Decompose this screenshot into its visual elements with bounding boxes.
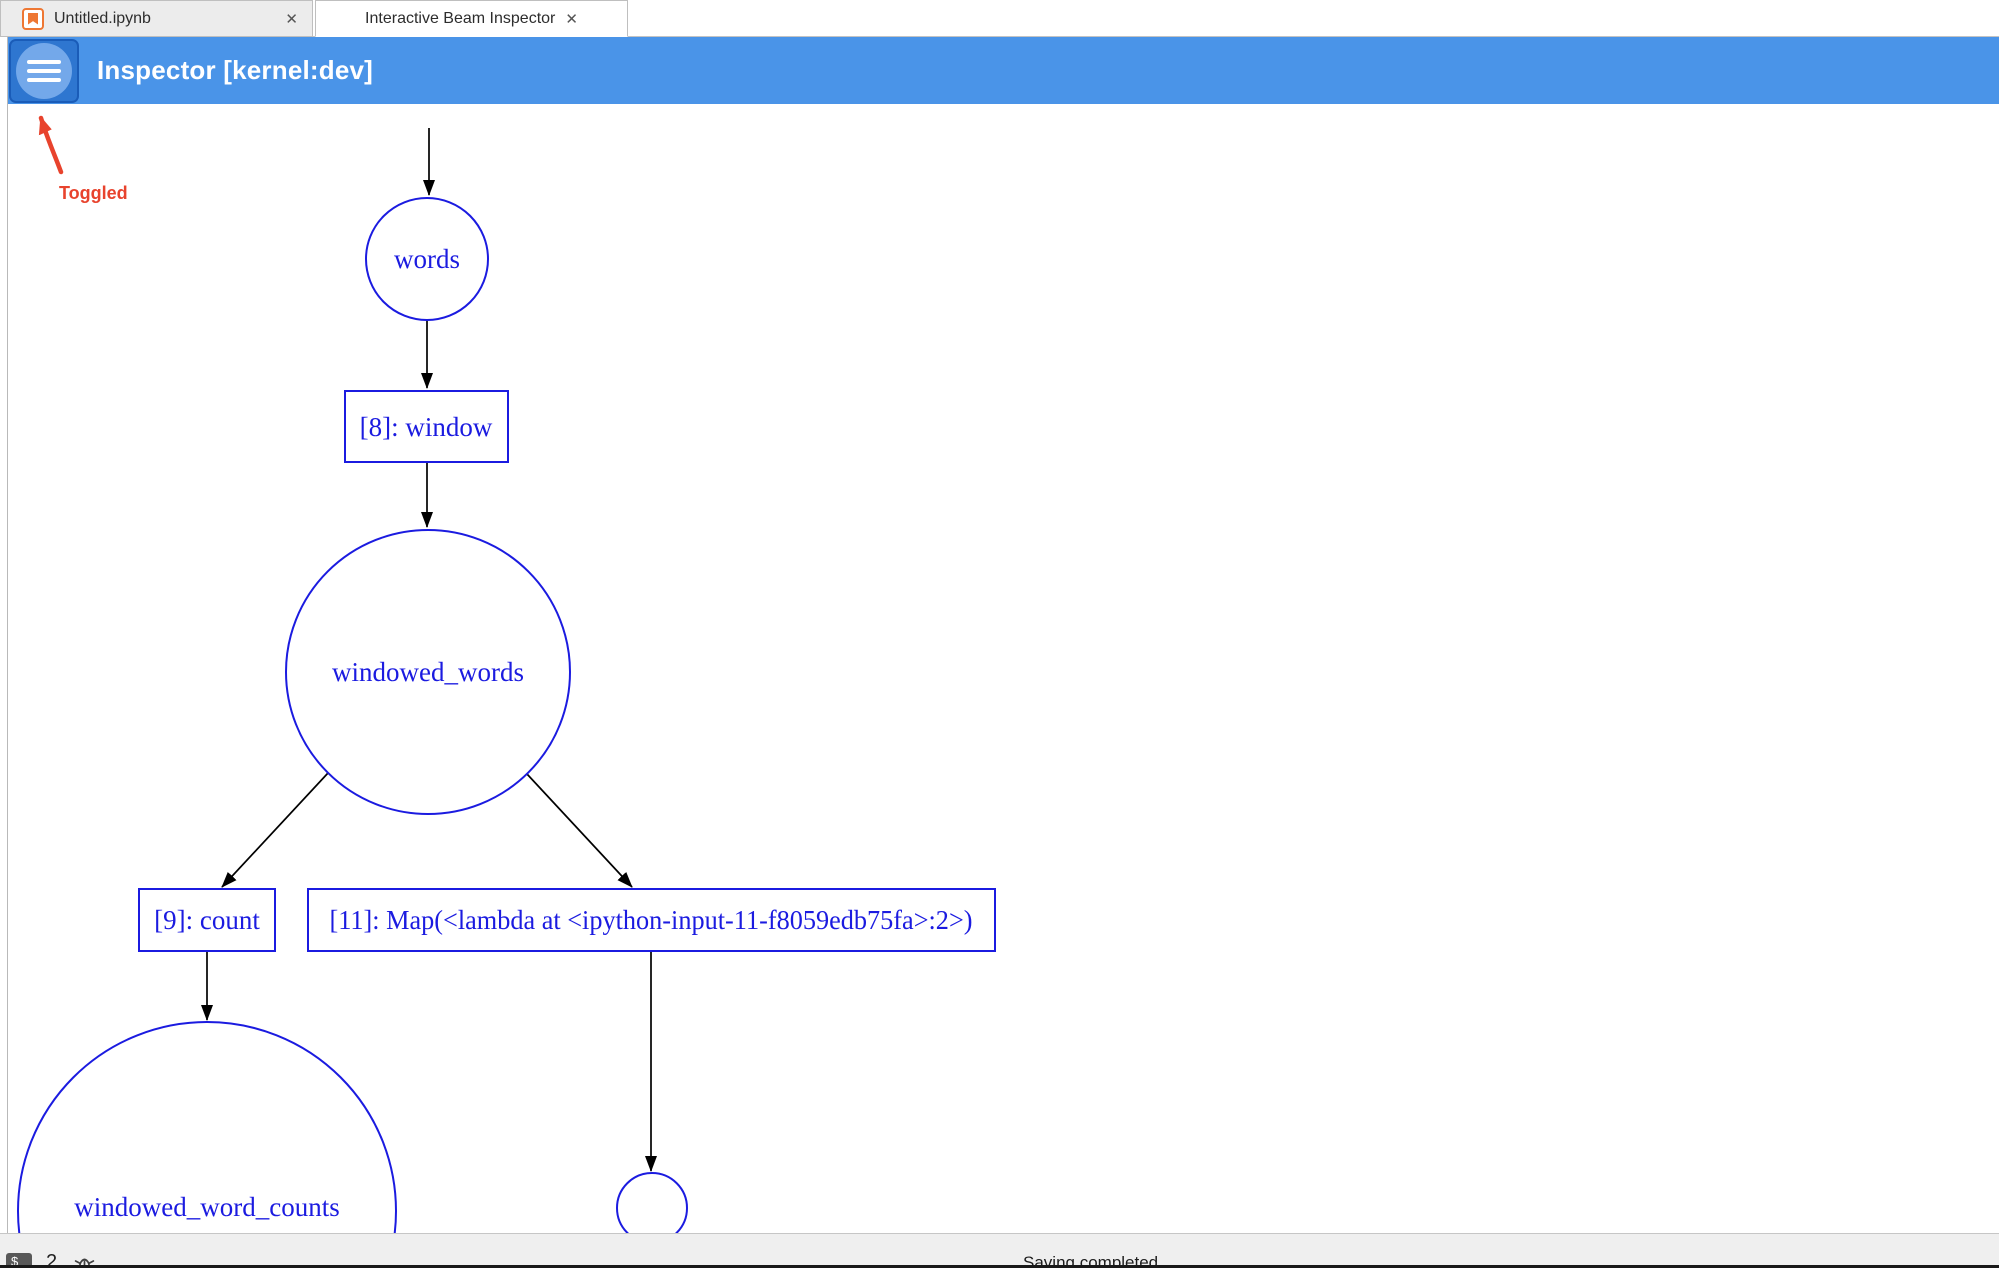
tab-label: Untitled.ipynb [54,9,151,27]
close-icon[interactable]: ✕ [285,10,298,28]
node-words-label: words [394,244,460,274]
node-map-label: [11]: Map(<lambda at <ipython-input-11-f… [330,905,973,935]
annotation-arrow [38,115,64,175]
pipeline-graph: words [8]: window windowed_words [9]: co… [17,115,996,1233]
node-count[interactable] [138,888,276,952]
kernel-count: 2 [46,1251,58,1268]
edge-windowedwords-map [526,773,633,888]
node-windowed-words-label: windowed_words [332,657,524,687]
node-window-label: [8]: window [360,412,493,442]
node-anonymous-pcollection[interactable] [616,1172,688,1233]
node-window[interactable] [344,390,509,463]
pipeline-nodes: words [8]: window windowed_words [9]: co… [17,197,996,1233]
edge-windowedwords-count [221,772,329,888]
tab-untitled-notebook[interactable]: Untitled.ipynb ✕ [0,0,313,37]
notebook-icon [22,7,44,30]
terminal-icon[interactable]: $ [6,1253,32,1268]
node-map[interactable] [307,888,996,952]
node-windowed-words[interactable] [285,529,571,815]
hamburger-menu-button[interactable] [9,39,79,103]
pipeline-edges [201,128,657,1172]
hamburger-icon [27,60,61,82]
inspector-title: Inspector [kernel:dev] [97,55,374,85]
node-windowed-word-counts[interactable] [17,1021,397,1233]
inspector-header: Inspector [kernel:dev] [8,37,1999,104]
node-windowed-word-counts-label: windowed_word_counts [74,1192,339,1222]
node-words[interactable] [365,197,489,321]
tab-label: Interactive Beam Inspector [365,9,556,27]
status-bar: $ 2 Saving completed [0,1233,1999,1268]
tab-interactive-beam-inspector[interactable]: Interactive Beam Inspector ✕ [315,0,628,37]
annotation-label: Toggled [59,183,128,203]
tab-bar: Untitled.ipynb ✕ Interactive Beam Inspec… [0,0,1999,37]
close-icon[interactable]: ✕ [565,10,578,28]
node-count-label: [9]: count [154,905,260,935]
toggled-annotation: Toggled [38,115,128,203]
status-message: Saving completed [1023,1253,1159,1268]
window-bottom-edge [0,1265,1999,1268]
status-bar-left: $ 2 [6,1251,96,1268]
